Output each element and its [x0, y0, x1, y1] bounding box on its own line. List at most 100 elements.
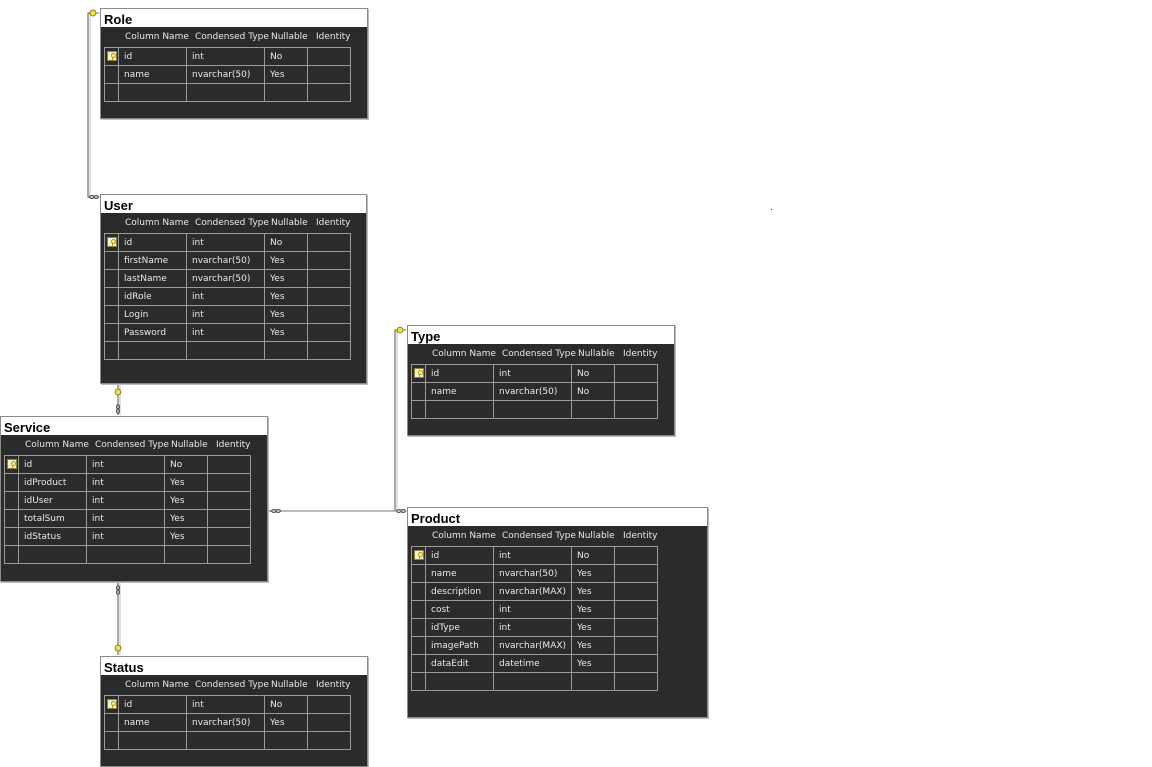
cell-column[interactable]: name	[425, 382, 494, 401]
cell-identity[interactable]	[207, 491, 251, 510]
cell-identity[interactable]	[307, 713, 351, 732]
cell-nullable[interactable]: Yes	[164, 473, 208, 492]
cell-column[interactable]: id	[18, 455, 87, 474]
cell-column[interactable]: id	[118, 233, 187, 252]
cell-column[interactable]	[425, 672, 494, 691]
cell-column[interactable]	[18, 545, 87, 564]
cell-column[interactable]	[118, 731, 187, 750]
cell-type[interactable]: nvarchar(MAX)	[493, 582, 572, 601]
row-selector[interactable]	[104, 341, 119, 360]
cell-nullable[interactable]: Yes	[264, 305, 308, 324]
row-selector[interactable]	[411, 672, 426, 691]
table-row[interactable]	[104, 83, 351, 102]
cell-type[interactable]: int	[86, 527, 165, 546]
cell-type[interactable]: nvarchar(50)	[493, 382, 572, 401]
cell-identity[interactable]	[614, 636, 658, 655]
cell-type[interactable]	[493, 672, 572, 691]
cell-nullable[interactable]: No	[571, 546, 615, 565]
cell-column[interactable]: firstName	[118, 251, 187, 270]
cell-column[interactable]	[118, 341, 187, 360]
cell-nullable[interactable]: Yes	[164, 491, 208, 510]
cell-nullable[interactable]: Yes	[264, 323, 308, 342]
cell-column[interactable]: id	[118, 695, 187, 714]
cell-nullable[interactable]: Yes	[264, 65, 308, 84]
cell-nullable[interactable]: No	[264, 47, 308, 66]
cell-identity[interactable]	[614, 364, 658, 383]
cell-column[interactable]: id	[425, 364, 494, 383]
cell-nullable[interactable]	[264, 83, 308, 102]
row-selector[interactable]	[104, 251, 119, 270]
cell-type[interactable]: int	[186, 695, 265, 714]
cell-type[interactable]: nvarchar(MAX)	[493, 636, 572, 655]
cell-type[interactable]: int	[86, 491, 165, 510]
cell-column[interactable]: name	[118, 713, 187, 732]
row-selector[interactable]	[104, 731, 119, 750]
cell-identity[interactable]	[207, 473, 251, 492]
cell-nullable[interactable]: No	[571, 382, 615, 401]
relationship-type-product[interactable]	[394, 329, 406, 512]
row-selector[interactable]	[104, 695, 119, 714]
cell-type[interactable]: nvarchar(50)	[186, 269, 265, 288]
table-title[interactable]: Status	[101, 657, 367, 675]
cell-column[interactable]	[118, 83, 187, 102]
cell-type[interactable]: int	[86, 509, 165, 528]
cell-identity[interactable]	[207, 545, 251, 564]
table-title[interactable]: Service	[1, 417, 267, 435]
cell-identity[interactable]	[307, 341, 351, 360]
cell-column[interactable]: idRole	[118, 287, 187, 306]
row-selector[interactable]	[411, 546, 426, 565]
cell-column[interactable]: idUser	[18, 491, 87, 510]
row-selector[interactable]	[104, 83, 119, 102]
row-selector[interactable]	[411, 382, 426, 401]
table-row[interactable]	[4, 545, 251, 564]
cell-nullable[interactable]: Yes	[571, 654, 615, 673]
row-selector[interactable]	[104, 269, 119, 288]
cell-identity[interactable]	[614, 400, 658, 419]
cell-type[interactable]: nvarchar(50)	[186, 65, 265, 84]
row-selector[interactable]	[104, 287, 119, 306]
row-selector[interactable]	[4, 545, 19, 564]
cell-identity[interactable]	[614, 600, 658, 619]
cell-column[interactable]: id	[425, 546, 494, 565]
cell-identity[interactable]	[614, 672, 658, 691]
cell-type[interactable]	[186, 83, 265, 102]
cell-type[interactable]: int	[493, 600, 572, 619]
cell-type[interactable]: int	[493, 364, 572, 383]
cell-type[interactable]	[186, 341, 265, 360]
table-row[interactable]	[104, 341, 351, 360]
row-selector[interactable]	[4, 491, 19, 510]
cell-type[interactable]: int	[186, 305, 265, 324]
cell-nullable[interactable]: Yes	[264, 713, 308, 732]
table-title[interactable]: User	[101, 195, 366, 213]
cell-type[interactable]: int	[186, 323, 265, 342]
cell-identity[interactable]	[307, 269, 351, 288]
cell-identity[interactable]	[307, 287, 351, 306]
cell-identity[interactable]	[307, 731, 351, 750]
cell-column[interactable]: idProduct	[18, 473, 87, 492]
row-selector[interactable]	[104, 65, 119, 84]
cell-column[interactable]: dataEdit	[425, 654, 494, 673]
cell-nullable[interactable]: Yes	[164, 509, 208, 528]
row-selector[interactable]	[411, 618, 426, 637]
cell-type[interactable]: nvarchar(50)	[186, 713, 265, 732]
cell-identity[interactable]	[207, 509, 251, 528]
row-selector[interactable]	[4, 509, 19, 528]
cell-identity[interactable]	[307, 233, 351, 252]
table-row[interactable]	[104, 731, 351, 750]
